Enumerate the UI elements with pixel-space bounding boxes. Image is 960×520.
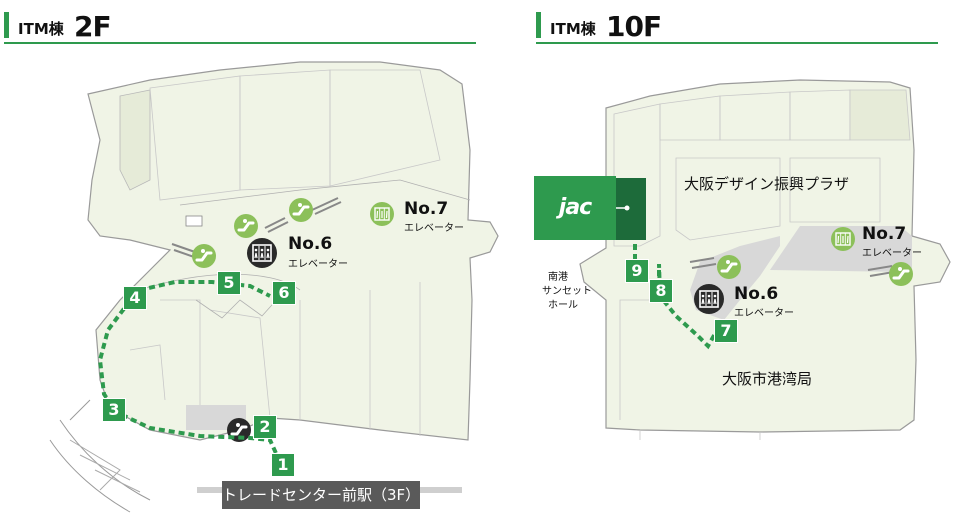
sunset-hall-label-1: 南港 bbox=[548, 272, 568, 283]
route-step-9: 9 bbox=[625, 259, 649, 283]
elevator-7-label: No.7 bbox=[404, 199, 449, 219]
elevator-7-sublabel: エレベーター bbox=[862, 248, 922, 259]
design-plaza-label: 大阪デザイン振興プラザ bbox=[684, 175, 850, 193]
building-name: ITM棟 bbox=[18, 20, 64, 38]
elevator-6-sublabel: エレベーター bbox=[288, 259, 348, 270]
elevator-icon bbox=[369, 201, 395, 227]
route-path-2f bbox=[97, 280, 282, 463]
route-step-6: 6 bbox=[272, 281, 296, 305]
floor-header-2f: ITM棟 2F bbox=[4, 6, 476, 44]
route-step-3: 3 bbox=[102, 398, 126, 422]
route-step-2: 2 bbox=[253, 415, 277, 439]
floor-label: 2F bbox=[74, 10, 112, 43]
elevator-6-label: No.6 bbox=[734, 284, 779, 304]
elevator-6-sublabel: エレベーター bbox=[734, 308, 794, 319]
elevator-7-sublabel: エレベーター bbox=[404, 223, 464, 234]
sunset-hall-label-3: ホール bbox=[548, 300, 578, 311]
building-name: ITM棟 bbox=[550, 20, 596, 38]
elevator-icon bbox=[246, 237, 278, 269]
elevator-7-label: No.7 bbox=[862, 224, 907, 244]
map-10f bbox=[579, 79, 951, 440]
header-accent-bar bbox=[536, 12, 541, 38]
elevator-6-label: No.6 bbox=[288, 234, 333, 254]
route-step-1: 1 bbox=[271, 453, 295, 477]
elevator-icon bbox=[693, 283, 725, 315]
escalator-icon bbox=[287, 196, 315, 224]
port-bureau-label: 大阪市港湾局 bbox=[722, 370, 813, 388]
escalator-icon bbox=[232, 212, 260, 240]
floor-label: 10F bbox=[606, 10, 662, 43]
floor-header-10f: ITM棟 10F bbox=[536, 6, 938, 44]
floor-outline-2f bbox=[87, 61, 499, 441]
sunset-hall-label-2: サンセット bbox=[542, 286, 592, 297]
route-step-4: 4 bbox=[123, 286, 147, 310]
route-step-5: 5 bbox=[217, 271, 241, 295]
jac-logo: jac bbox=[534, 176, 616, 240]
route-step-7: 7 bbox=[714, 319, 738, 343]
route-path-10f bbox=[633, 244, 718, 350]
map-2f bbox=[49, 61, 499, 513]
escalator-icon bbox=[715, 253, 743, 281]
header-accent-bar bbox=[4, 12, 9, 38]
station-label: トレードセンター前駅（3F） bbox=[222, 481, 420, 509]
escalator-icon bbox=[190, 242, 218, 270]
escalator-icon bbox=[887, 260, 915, 288]
elevator-icon bbox=[830, 226, 856, 252]
route-step-8: 8 bbox=[649, 279, 673, 303]
